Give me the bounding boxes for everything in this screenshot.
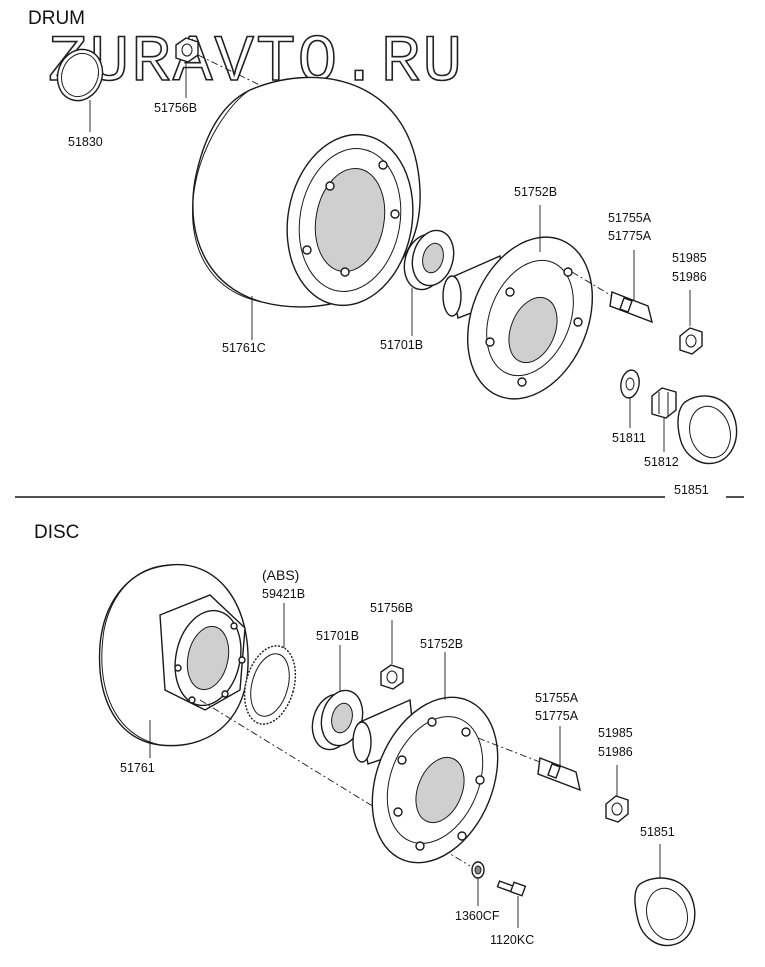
nut-51756B [175,37,271,98]
wheel-stud-51755A [571,250,654,324]
label-51752B: 51752B [514,185,557,199]
label-51986-drum: 51986 [672,270,707,284]
label-abs: (ABS) [262,567,299,583]
nut-51756B-disc [380,620,404,690]
label-51851-drum: 51851 [674,483,709,497]
hub-cap-51851-disc [634,844,696,947]
label-51755A: 51755A [608,211,652,225]
label-51851-disc: 51851 [640,825,675,839]
washer-51811 [620,369,640,428]
brake-drum-51761C [192,76,421,340]
label-51985-drum: 51985 [672,251,707,265]
label-51811: 51811 [612,431,646,445]
label-51755A-disc: 51755A [535,691,579,705]
label-59421B: 59421B [262,587,305,601]
section-title-disc: DISC [34,522,79,543]
wheel-hub-51752B [442,205,594,400]
label-51775A-disc: 51775A [535,709,579,723]
label-51701B: 51701B [380,338,423,352]
label-51812: 51812 [644,455,679,469]
wheel-nut-51985 [679,290,703,355]
wheel-hub-51752B-disc [352,652,499,864]
nut-1360CF [471,861,485,906]
wheel-nut-51985-disc [605,765,629,823]
brake-disc-51761 [98,563,249,758]
bearing-51701B [403,229,455,336]
hub-cap-51851 [677,395,738,465]
label-1360CF: 1360CF [455,909,500,923]
label-51756B-disc: 51756B [370,601,413,615]
label-51986-disc: 51986 [598,745,633,759]
label-51761C: 51761C [222,341,266,355]
section-title-drum: DRUM [28,8,85,29]
label-51756B: 51756B [154,101,197,115]
wheel-stud-51755A-disc [477,726,581,792]
label-51985-disc: 51985 [598,726,633,740]
label-51701B-disc: 51701B [316,629,359,643]
label-51830: 51830 [68,135,103,149]
castle-nut-51812 [651,387,677,452]
bolt-1120KC [496,880,527,928]
label-51752B-disc: 51752B [420,637,463,651]
label-51775A: 51775A [608,229,652,243]
label-51761: 51761 [120,761,155,775]
abs-tone-ring-59421B [243,603,297,725]
label-1120KC: 1120KC [490,933,534,947]
o-ring-51830 [56,48,104,132]
